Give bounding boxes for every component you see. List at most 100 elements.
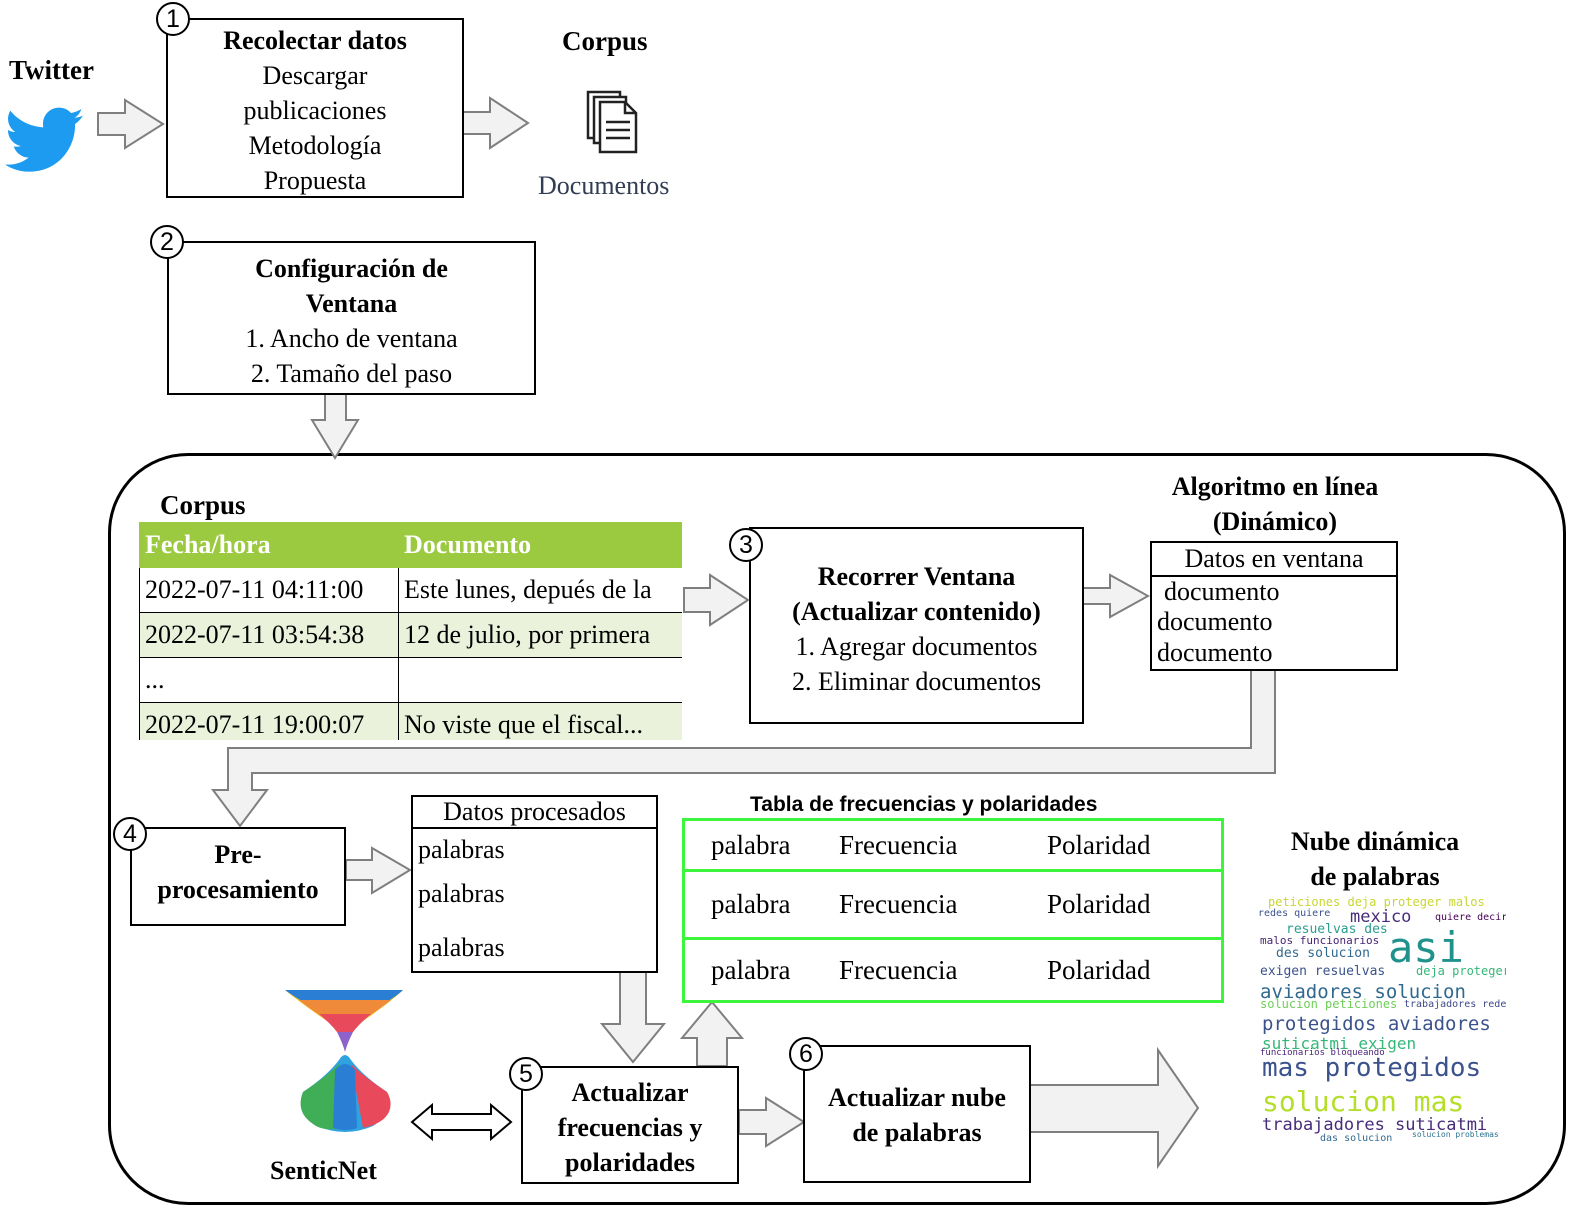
arrow-senticnet-step5 [410,1102,513,1142]
window-data-box: Datos en ventana documento documento doc… [1150,541,1398,671]
step6-title: de palabras [852,1118,982,1147]
documents-caption: Documentos [538,171,670,200]
arrow-step5-to-step6 [738,1096,806,1148]
step1-number: 1 [156,2,190,36]
arrow-step4-to-processed [345,846,412,895]
arrow-step3-to-algorithm [1082,573,1151,619]
step1-line: Metodología [248,131,382,160]
freq-polarity: Polaridad [1047,830,1151,860]
corpus-table-label: Corpus [160,490,246,520]
step6-update-cloud-box: Actualizar nube de palabras [803,1045,1031,1183]
algorithm-title-line: Algoritmo en línea [1171,472,1379,501]
step4-preprocessing-box: Pre- procesamiento [130,827,346,926]
wordcloud-word: funcionarios bloqueando [1260,1048,1385,1058]
window-data-item: documento [1157,638,1273,667]
step5-update-freq-box: Actualizar frecuencias y polaridades [521,1066,739,1184]
wordcloud-word: des solucion [1276,946,1370,961]
step2-number: 2 [150,225,184,259]
step5-title: Actualizar [571,1078,689,1107]
step6-title: Actualizar nube [828,1083,1006,1112]
senticnet-label: SenticNet [270,1156,377,1185]
wordcloud-word: das solucion [1320,1133,1393,1143]
freq-row: palabra Frecuencia Polaridad [682,937,1224,1003]
freq-frequency: Frecuencia [839,830,958,860]
table-cell: 2022-07-11 03:54:38 [139,612,399,658]
step3-number: 3 [729,528,763,562]
step3-slide-window-box: Recorrer Ventana (Actualizar contenido) … [749,527,1084,724]
algorithm-title-line: (Dinámico) [1212,507,1338,536]
step1-line: Propuesta [263,166,367,195]
wordcloud-word: quiere decir [1435,912,1506,923]
table-row: ... [139,657,682,703]
corpus-table-clip: Fecha/hora Documento 2022-07-11 04:11:00… [0,0,682,740]
freq-polarity: Polaridad [1047,889,1151,919]
step3-title: Recorrer Ventana [817,562,1016,591]
algorithm-title: Algoritmo en línea (Dinámico) [1140,469,1410,539]
wordcloud-word: mexico [1350,907,1412,927]
wordcloud-word: suticatmi exigen [1262,1034,1417,1053]
step2-line: 2. Tamaño del paso [250,359,453,388]
step6-number: 6 [789,1037,823,1071]
table-cell: 2022-07-11 04:11:00 [139,567,399,613]
twitter-label: Twitter [9,55,94,85]
wordcloud-word: aviadores solucion [1260,981,1466,1003]
table-row: 2022-07-11 19:00:07 No viste que el fisc… [139,702,682,740]
wordcloud-word: solucion problemas [1412,1130,1499,1139]
corpus-top-label: Corpus [562,26,648,56]
documents-icon [586,90,638,154]
step3-line: 1. Agregar documentos [795,632,1038,661]
senticnet-logo-icon [285,990,403,1132]
freq-frequency: Frecuencia [839,889,958,919]
step5-number: 5 [509,1057,543,1091]
step2-window-config-box: Configuración de Ventana 1. Ancho de ven… [167,241,536,395]
step4-title: procesamiento [157,875,319,904]
window-data-item: documento [1164,577,1280,606]
freq-row: palabra Frecuencia Polaridad [682,818,1224,872]
step3-title: (Actualizar contenido) [792,597,1041,626]
freq-word: palabra [711,830,791,860]
processed-data-box: Datos procesados palabras palabras palab… [411,795,658,973]
table-cell: 2022-07-11 19:00:07 [139,702,399,740]
arrow-processed-to-step5 [599,971,667,1064]
freq-polarity: Polaridad [1047,955,1151,985]
corpus-table: Fecha/hora Documento 2022-07-11 04:11:00… [139,522,682,740]
step2-line: 1. Ancho de ventana [245,324,458,353]
table-row: 2022-07-11 04:11:00 Este lunes, depués d… [139,567,682,613]
step1-line: Descargar [262,61,368,90]
wordcloud-title-line: Nube dinámica [1290,827,1460,856]
wordcloud-title-line: de palabras [1310,862,1440,891]
wordcloud-image: peticiones deja proteger malos redes qui… [1258,893,1506,1143]
window-data-header: Datos en ventana [1152,543,1396,577]
wordcloud-word: exigen resuelvas [1260,964,1386,979]
corpus-header-document: Documento [398,522,682,568]
freq-row: palabra Frecuencia Polaridad [682,869,1224,940]
wordcloud-word: asi [1388,923,1464,972]
arrow-twitter-to-step1 [97,98,165,150]
window-data-item: documento [1157,607,1273,636]
step5-title: frecuencias y [557,1113,703,1142]
processed-item: palabras [418,879,505,908]
wordcloud-word: trabajadores redes [1404,999,1506,1010]
freq-frequency: Frecuencia [839,955,958,985]
step4-title: Pre- [214,840,262,869]
table-cell: ... [139,657,399,703]
processed-item: palabras [418,933,505,962]
corpus-header-date: Fecha/hora [139,522,399,568]
step4-number: 4 [113,817,147,851]
step1-title: Recolectar datos [223,26,407,55]
table-cell: No viste que el fiscal... [398,702,682,740]
arrow-corpus-to-step3 [683,573,750,627]
wordcloud-word: malos funcionarios [1260,934,1380,947]
freq-word: palabra [711,955,791,985]
wordcloud-word: trabajadores suticatmi [1262,1115,1488,1135]
wordcloud-word: resuelvas des [1286,922,1388,937]
table-cell: 12 de julio, por primera [398,612,682,658]
wordcloud-word: deja proteger [1416,964,1506,978]
arrow-algorithm-to-step4 [211,669,1276,828]
wordcloud-word: protegidos aviadores [1262,1013,1491,1035]
step2-title: Configuración de [255,254,448,283]
arrow-step1-to-corpus [462,96,530,150]
step1-collect-data-box: Recolectar datos Descargar publicaciones… [166,18,464,198]
